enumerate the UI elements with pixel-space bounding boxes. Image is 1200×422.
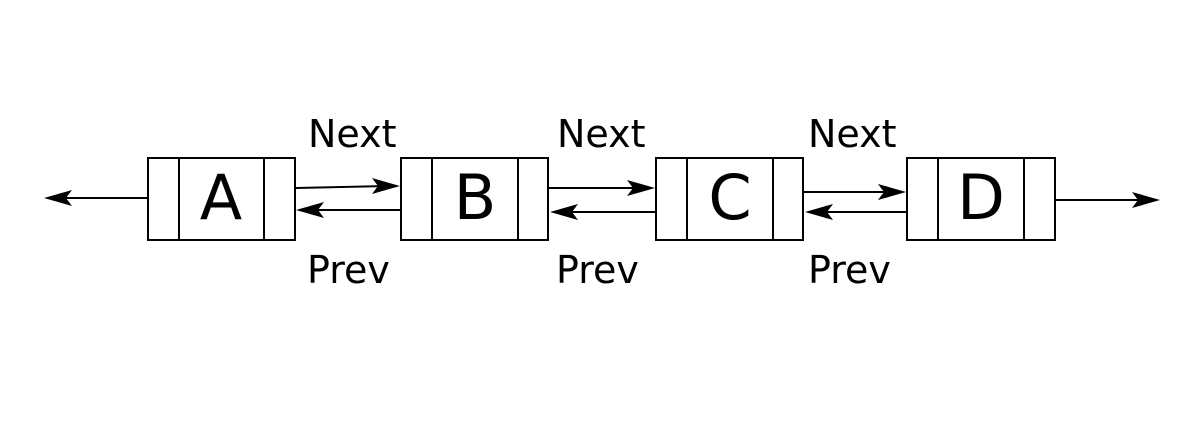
- next-label: Next: [557, 112, 646, 156]
- node-label: C: [708, 161, 751, 234]
- next-arrowhead: [372, 178, 400, 194]
- prev-label: Prev: [808, 248, 891, 292]
- next-arrow: [295, 185, 388, 189]
- node-a: A: [147, 157, 296, 241]
- node-d: D: [906, 157, 1056, 241]
- node-c: C: [655, 157, 804, 241]
- prev-arrowhead: [550, 204, 578, 220]
- prev-label: Prev: [556, 248, 639, 292]
- prev-arrowhead: [805, 204, 833, 220]
- next-label: Next: [808, 112, 897, 156]
- prev-arrowhead: [296, 202, 324, 218]
- link-a-b: Next Prev: [295, 112, 400, 292]
- arrow-left-end: [44, 190, 148, 206]
- arrow-right-end: [1056, 192, 1160, 208]
- node-label: B: [454, 161, 497, 234]
- prev-label: Prev: [307, 248, 390, 292]
- node-b: B: [400, 157, 549, 241]
- link-b-c: Next Prev: [549, 112, 655, 292]
- node-label: D: [957, 161, 1005, 234]
- node-label: A: [200, 161, 242, 234]
- next-arrowhead: [878, 184, 906, 200]
- next-arrowhead: [627, 180, 655, 196]
- link-c-d: Next Prev: [804, 112, 906, 292]
- next-label: Next: [308, 112, 397, 156]
